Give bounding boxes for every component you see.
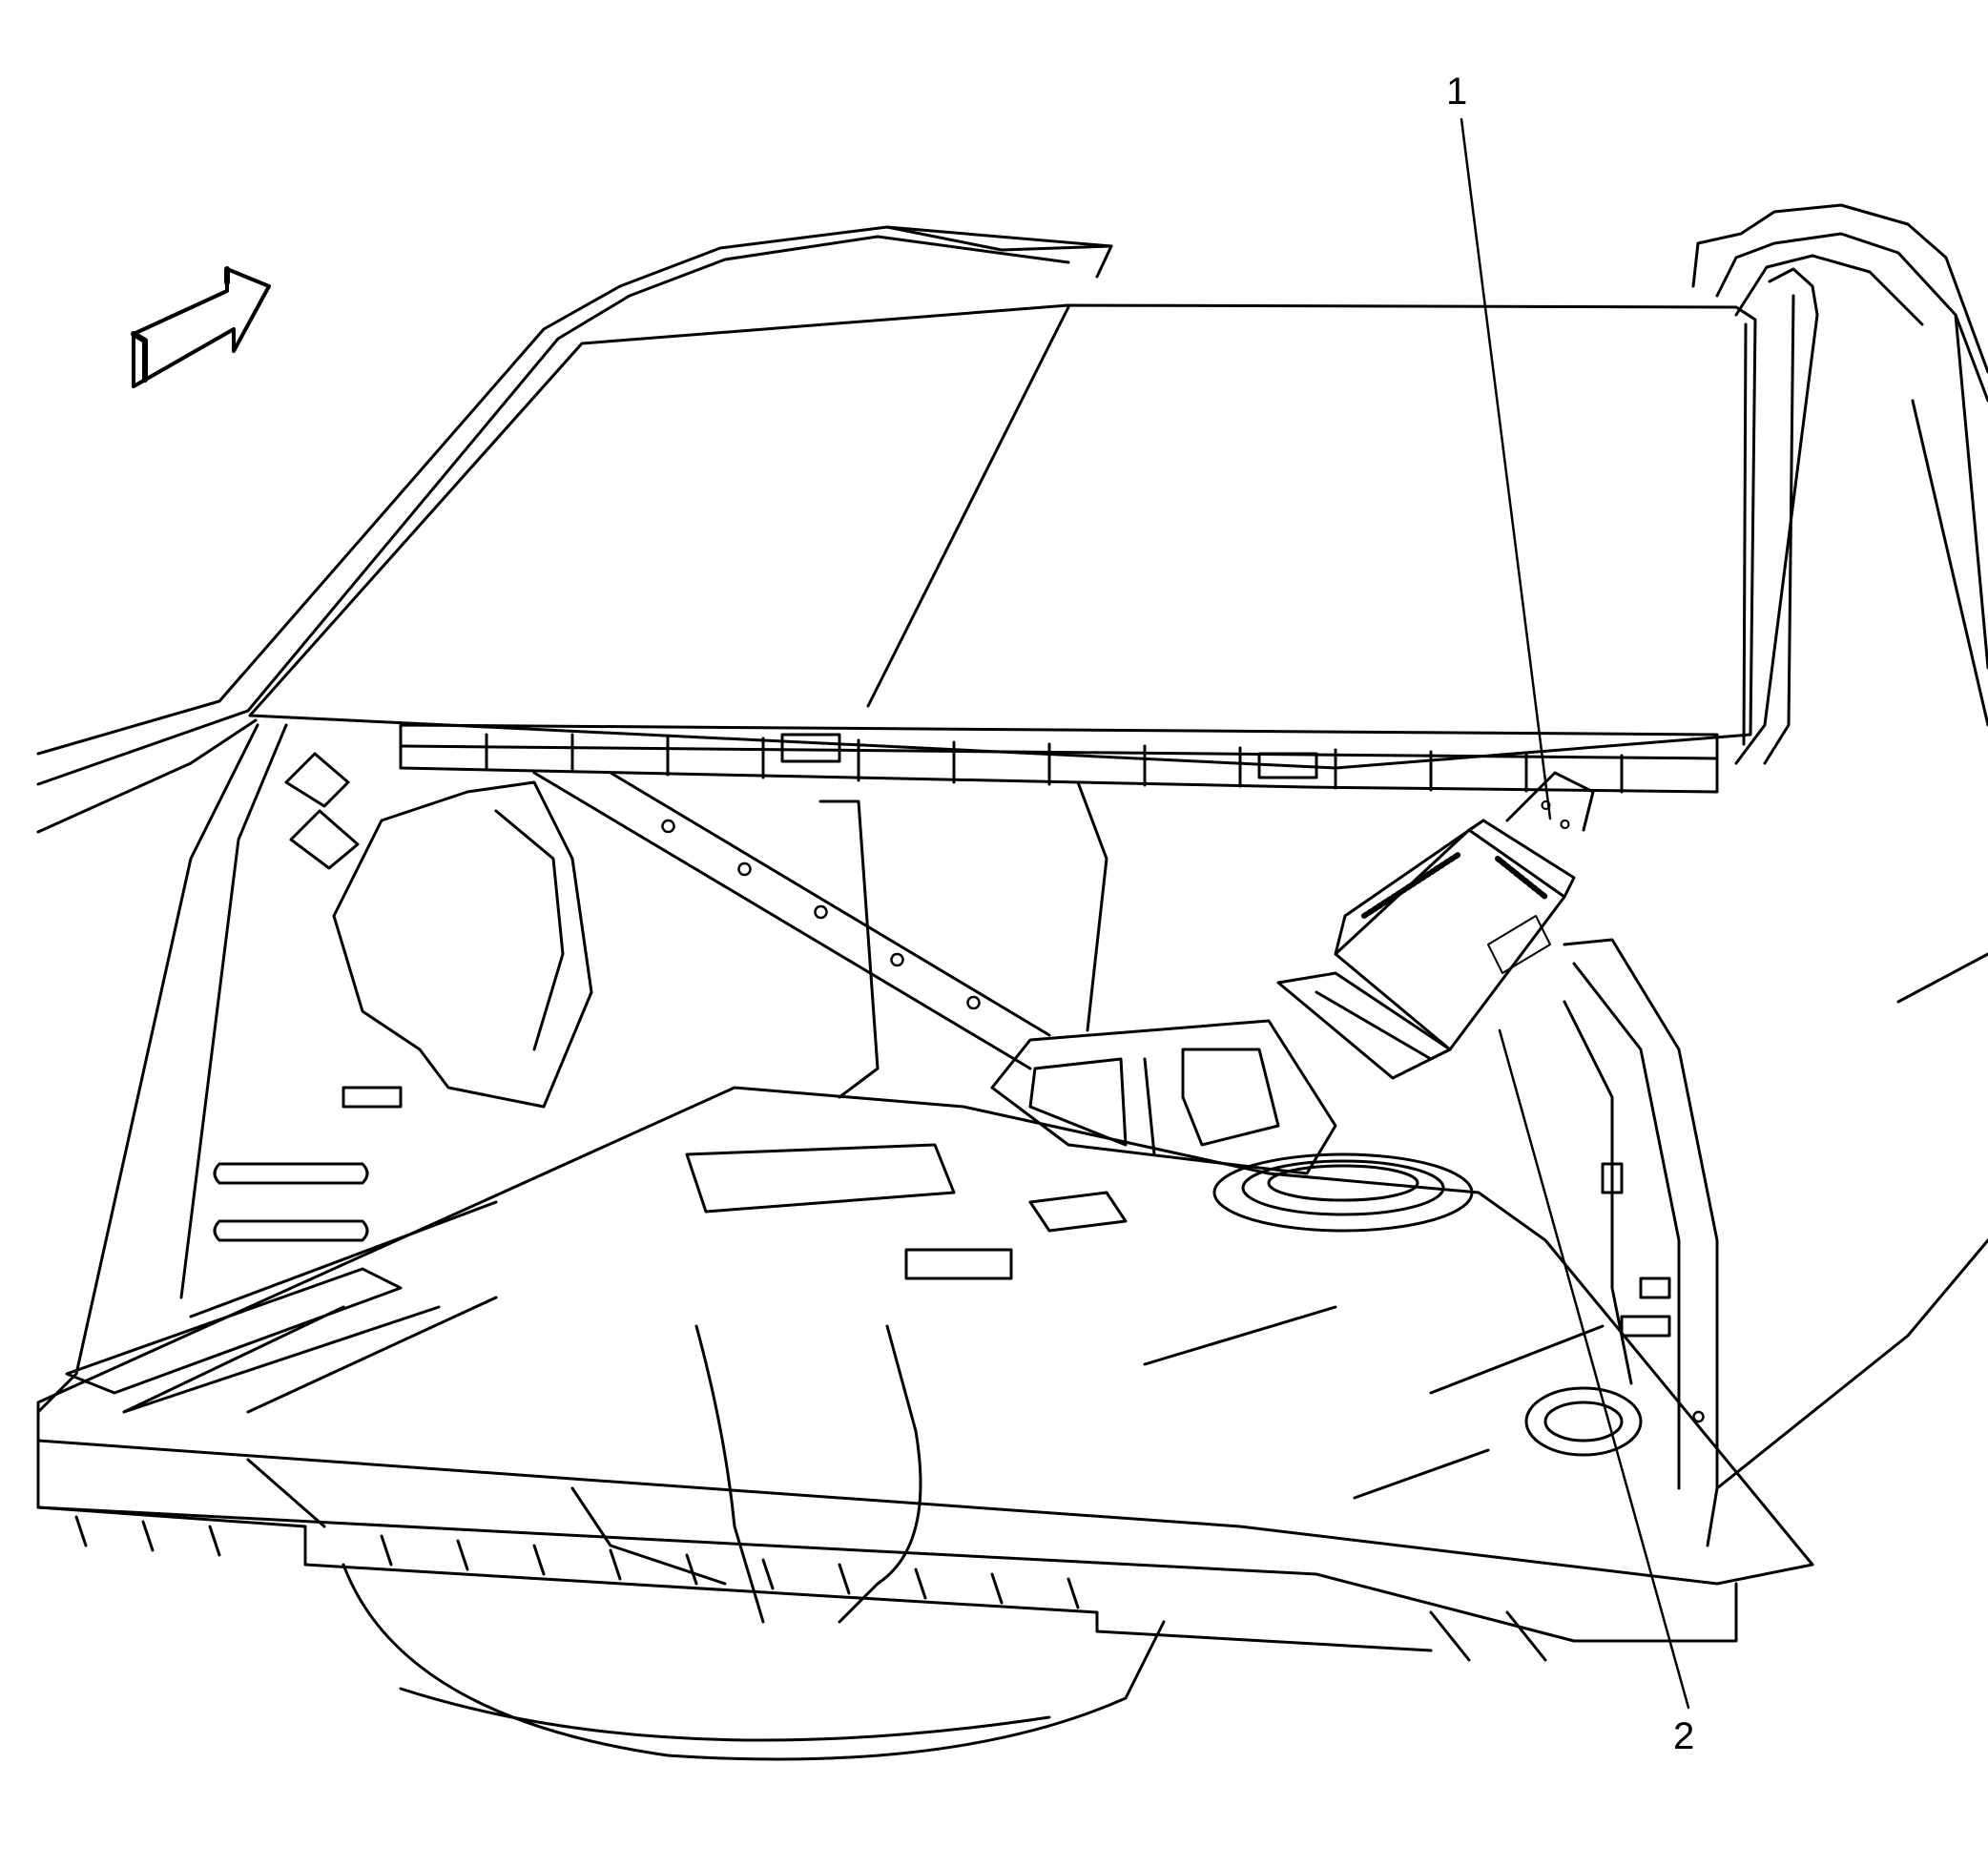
- seat-back-opening-frame: [818, 780, 1337, 1175]
- diagonal-brace: [532, 771, 1051, 1070]
- forward-direction-arrow-icon: [131, 266, 271, 388]
- module-mounting-bracket: [1276, 771, 1595, 1080]
- speaker-icon: [1212, 1152, 1474, 1233]
- callout-label-2: 2: [1673, 1715, 1695, 1757]
- leader-line-1: [1460, 117, 1552, 820]
- electronic-module: [1315, 819, 1576, 1061]
- right-quarter-panel: [1563, 938, 1988, 1547]
- trunk-floor-pan: [36, 1086, 1814, 1761]
- leader-line-2: [1498, 1028, 1690, 1710]
- rear-shelf-crossmember: [399, 723, 1719, 794]
- callout-leaders: [1460, 117, 1690, 1710]
- left-quarter-inner-panel: [36, 723, 593, 1414]
- callout-label-1: 1: [1446, 71, 1468, 113]
- roof-panel: [36, 203, 1988, 1004]
